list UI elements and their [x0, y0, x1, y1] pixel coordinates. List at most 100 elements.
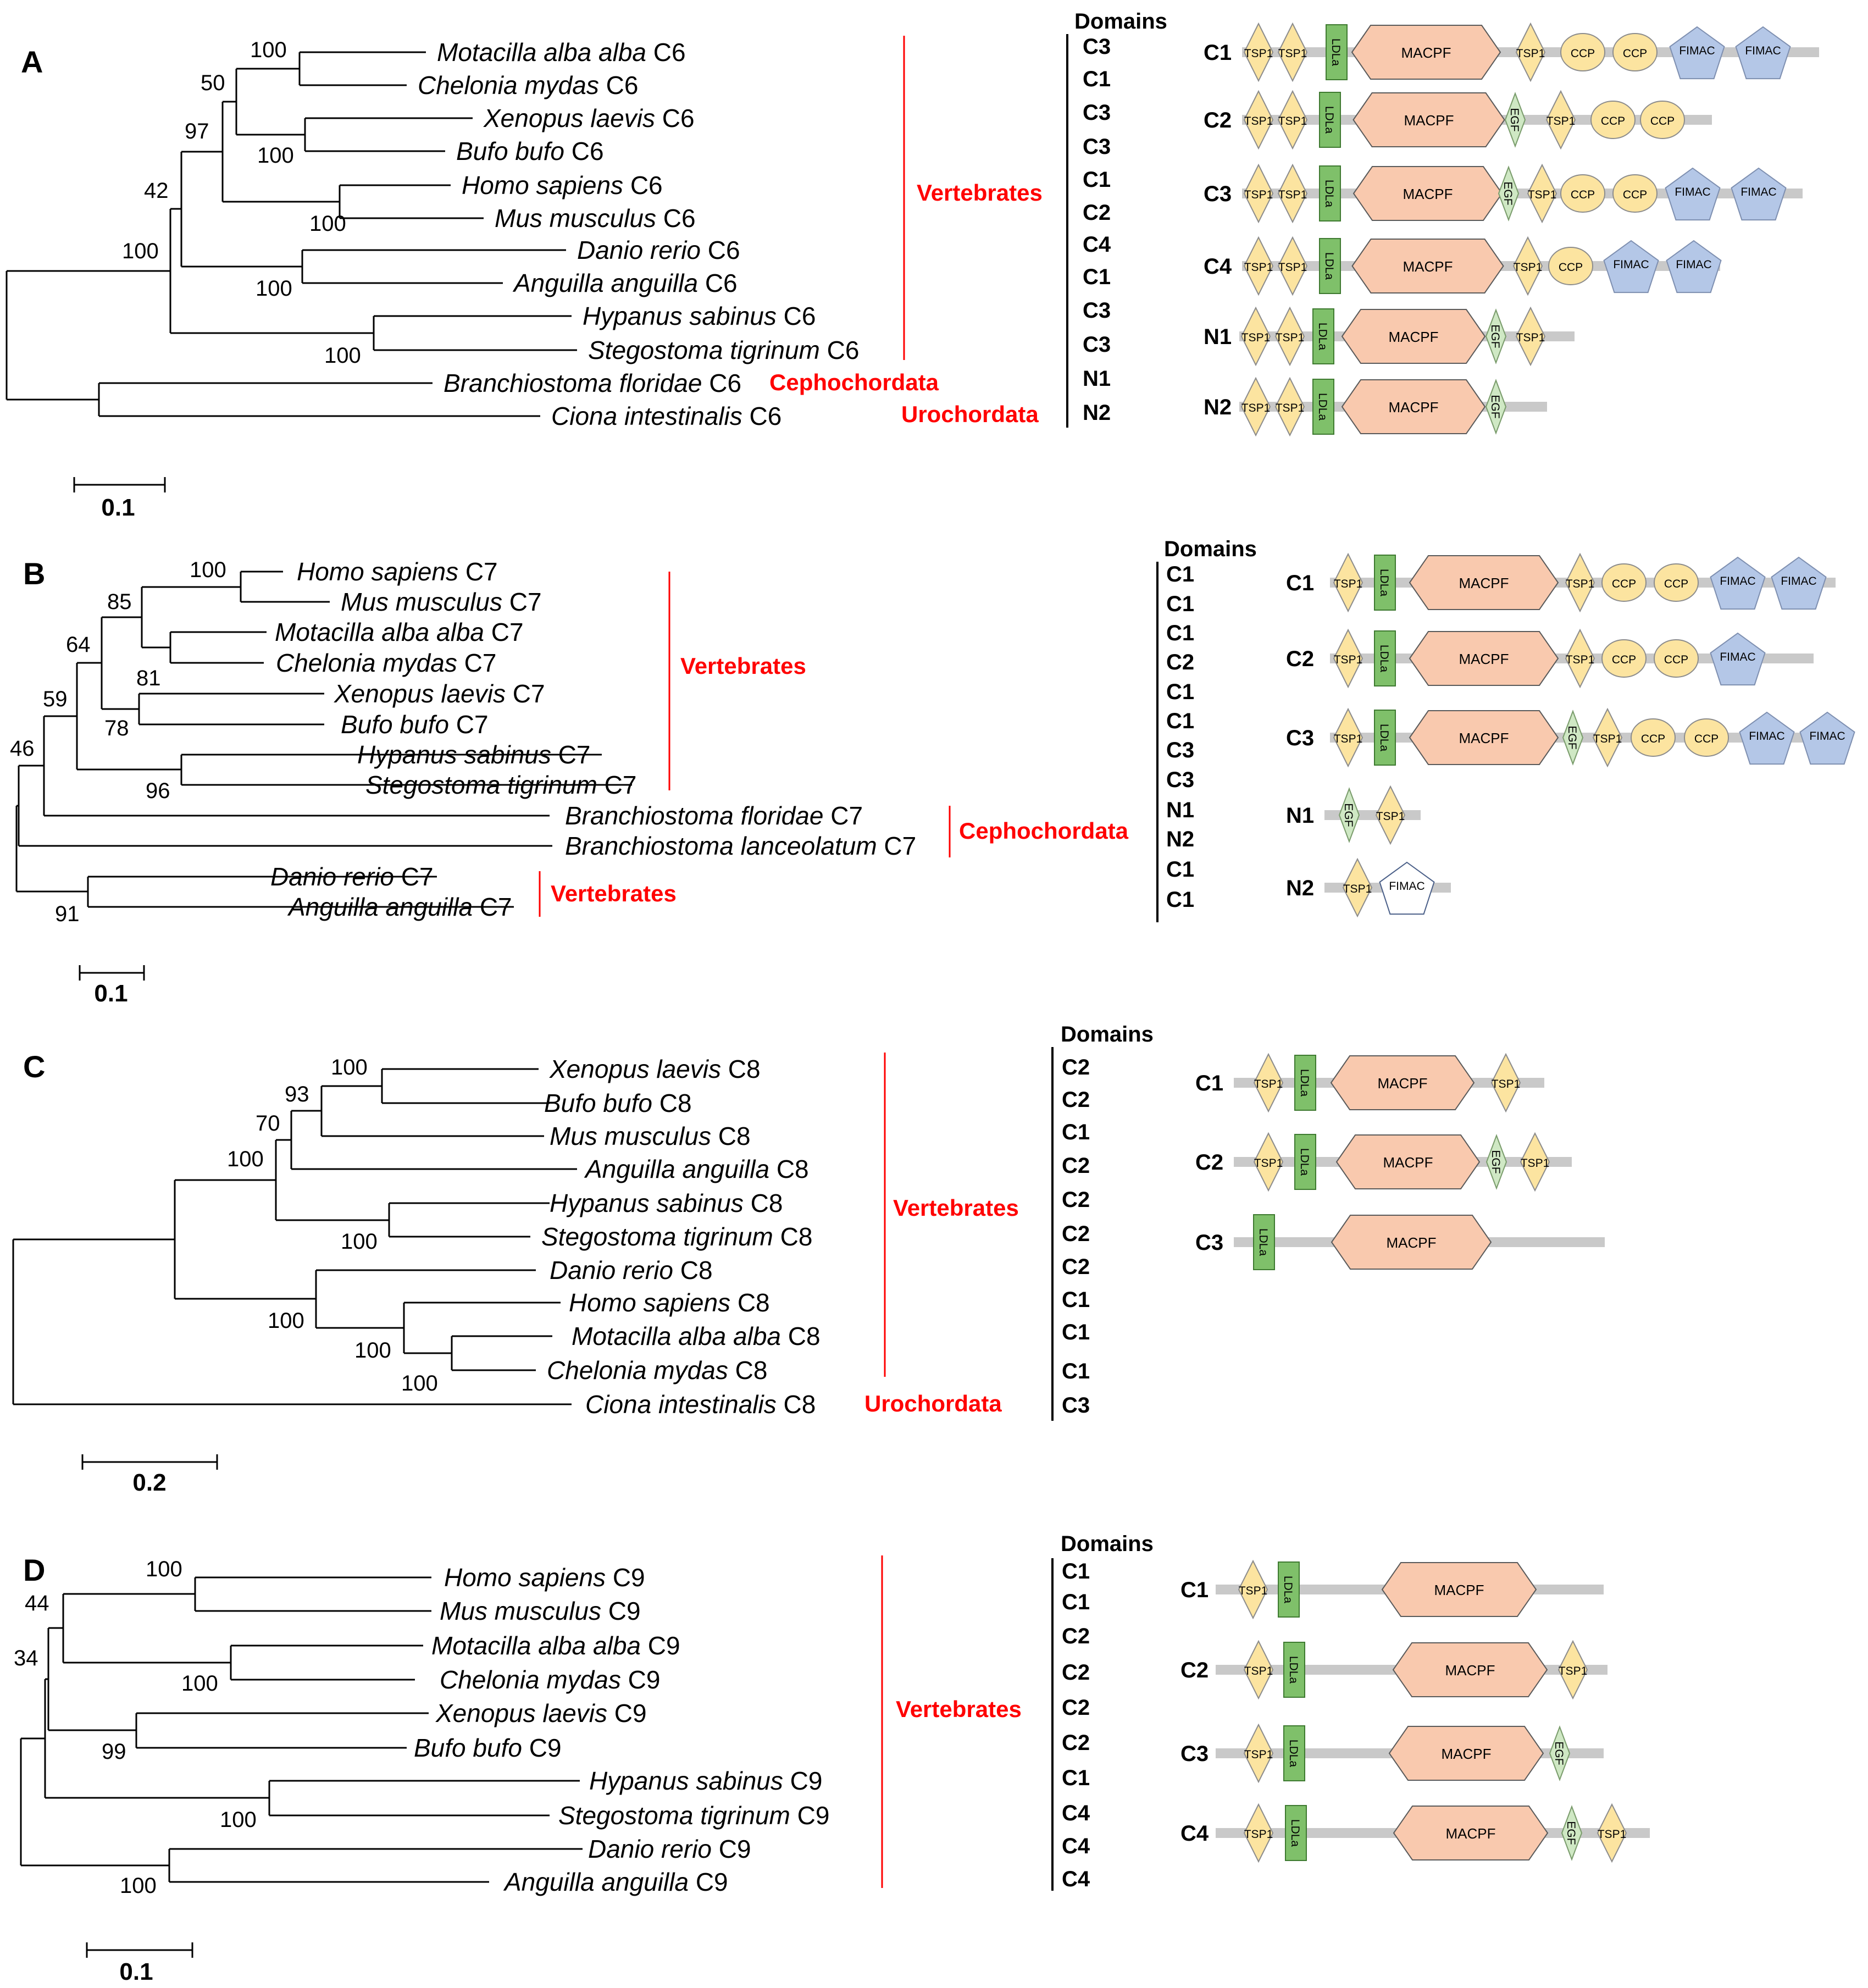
domain-label: FIMAC: [1720, 575, 1755, 588]
domain-code: C1: [1083, 67, 1111, 91]
bootstrap-value: 100: [309, 212, 346, 236]
ccp-domain: [1560, 174, 1605, 213]
domain-label: TSP1: [1244, 1748, 1273, 1761]
bootstrap-value: 100: [227, 1147, 264, 1171]
species-label: Danio rerio C9: [588, 1835, 751, 1863]
domain-label: TSP1: [1559, 1665, 1588, 1677]
domain-label: CCP: [1623, 47, 1647, 60]
ldla-domain: [1278, 1561, 1300, 1618]
domain-code: N1: [1083, 367, 1111, 391]
species-name: Homo sapiens: [297, 557, 465, 586]
architecture-label: C2: [1286, 647, 1314, 671]
species-name: Danio rerio: [550, 1256, 680, 1284]
tsp1-domain: [1277, 236, 1308, 296]
gene-name: C9: [797, 1801, 830, 1830]
species-name: Motacilla alba alba: [572, 1322, 788, 1350]
species-name: Stegostoma tigrinum: [588, 336, 827, 364]
domain-label: FIMAC: [1676, 258, 1711, 271]
species-name: Anguilla anguilla: [584, 1155, 777, 1183]
domain-label: TSP1: [1343, 883, 1372, 895]
gene-name: C9: [608, 1597, 641, 1625]
ccp-domain: [1640, 101, 1685, 139]
tsp1-domain: [1333, 628, 1363, 689]
species-name: Bufo bufo: [414, 1734, 529, 1762]
macpf-domain: [1351, 239, 1504, 294]
gene-name: C7: [830, 801, 863, 830]
species-label: Branchiostoma lanceolatum C7: [565, 832, 916, 860]
species-label: Mus musculus C6: [495, 204, 696, 232]
fimac-domain: [1666, 240, 1722, 294]
domain-label: MACPF: [1434, 1582, 1484, 1598]
domain-label: EGF: [1508, 108, 1521, 131]
tsp1-domain: [1243, 22, 1274, 82]
domain-label: LDLa: [1287, 1740, 1300, 1768]
tsp1-domain: [1557, 1640, 1588, 1700]
species-name: Mus musculus: [341, 588, 509, 616]
domain-label: EGF: [1342, 803, 1355, 827]
taxon-group-label: Vertebrates: [917, 180, 1043, 206]
fimac-domain: [1710, 556, 1766, 610]
domain-code: C1: [1166, 857, 1194, 882]
domain-label: CCP: [1641, 733, 1665, 745]
species-name: Bufo bufo: [544, 1089, 659, 1117]
domain-code: C2: [1166, 650, 1194, 674]
egf-domain: [1504, 92, 1526, 148]
domains-header: Domains: [1164, 537, 1257, 561]
ldla-domain: [1319, 238, 1341, 294]
bootstrap-value: 100: [120, 1874, 157, 1898]
bootstrap-value: 85: [107, 590, 132, 614]
tsp1-domain: [1243, 90, 1274, 150]
tsp1-domain: [1527, 163, 1557, 224]
species-name: Branchiostoma floridae: [444, 369, 709, 397]
species-label: Motacilla alba alba C8: [572, 1322, 821, 1350]
ldla-domain: [1312, 379, 1334, 435]
domain-label: CCP: [1571, 47, 1595, 60]
bootstrap-value: 81: [136, 666, 161, 690]
egf-domain: [1561, 1805, 1583, 1861]
fimac-domain: [1710, 632, 1766, 686]
species-name: Danio rerio: [577, 236, 708, 264]
species-name: Chelonia mydas: [440, 1665, 628, 1694]
domain-label: TSP1: [1278, 261, 1307, 274]
gene-name: C7: [491, 618, 524, 646]
domain-label: TSP1: [1241, 402, 1271, 414]
tsp1-domain: [1243, 1803, 1274, 1863]
macpf-domain: [1392, 1642, 1548, 1697]
species-label: Xenopus laevis C6: [483, 104, 695, 132]
domain-label: LDLa: [1257, 1228, 1270, 1256]
gene-name: C9: [614, 1699, 647, 1727]
macpf-domain: [1331, 1215, 1492, 1270]
gene-name: C6: [784, 302, 816, 330]
domain-label: LDLa: [1287, 1656, 1300, 1684]
species-label: Danio rerio C6: [577, 236, 740, 264]
bootstrap-value: 100: [146, 1557, 182, 1581]
species-label: Xenopus laevis C8: [549, 1055, 761, 1083]
ldla-domain: [1294, 1134, 1316, 1190]
ccp-domain: [1548, 247, 1593, 285]
domain-code: C4: [1062, 1867, 1090, 1891]
gene-name: C9: [696, 1868, 728, 1896]
domain-code: C3: [1083, 101, 1111, 125]
gene-name: C8: [735, 1356, 768, 1385]
ccp-domain: [1654, 563, 1699, 602]
egf-domain: [1485, 308, 1507, 364]
species-name: Ciona intestinalis: [585, 1390, 784, 1419]
domain-label: LDLa: [1378, 645, 1390, 673]
domain-label: CCP: [1601, 115, 1625, 128]
bootstrap-value: 46: [10, 736, 35, 761]
domain-code: C3: [1083, 298, 1111, 323]
species-name: Xenopus laevis: [549, 1055, 728, 1083]
species-name: Xenopus laevis: [435, 1699, 614, 1727]
domain-code: C1: [1062, 1590, 1090, 1614]
domain-label: TSP1: [1239, 1585, 1268, 1597]
domain-label: MACPF: [1446, 1825, 1496, 1842]
domain-code: C1: [1166, 621, 1194, 645]
species-label: Homo sapiens C6: [462, 171, 663, 200]
ccp-domain: [1612, 174, 1658, 213]
domain-label: TSP1: [1278, 189, 1307, 201]
bootstrap-value: 91: [55, 902, 80, 926]
species-label: Ciona intestinalis C8: [585, 1390, 816, 1419]
domain-code: C2: [1083, 201, 1111, 225]
gene-name: C7: [884, 832, 916, 860]
tsp1-domain: [1375, 785, 1406, 845]
